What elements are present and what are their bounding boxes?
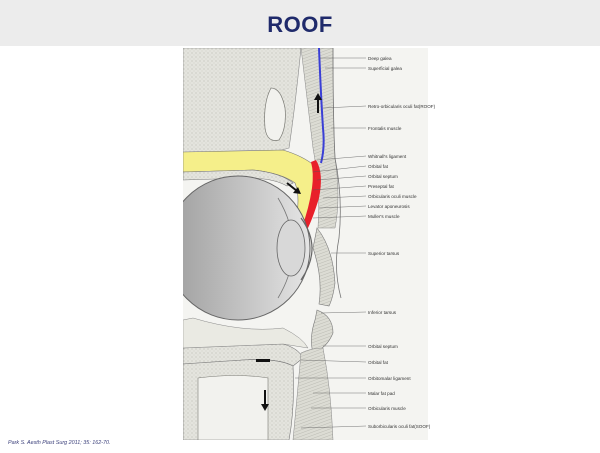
label-orbital-septum-upper: Orbital septum	[368, 174, 398, 179]
label-orbitomalar-ligament: Orbitomalar ligament	[368, 376, 411, 381]
slide-title: ROOF	[267, 12, 333, 37]
anatomy-figure: Deep galea Superficial galea Retro-orbic…	[165, 47, 435, 441]
label-superior-tarsus: Superior tarsus	[368, 251, 400, 256]
label-orbital-septum-lower: Orbital septum	[368, 344, 398, 349]
leader-lines	[295, 57, 367, 429]
label-preseptal-fat: Preseptal fat	[368, 184, 394, 189]
label-orbicularis-muscle: Orbicularis muscle	[368, 406, 406, 411]
title-bar	[0, 0, 600, 46]
label-orbital-fat-upper: Orbital fat	[368, 164, 388, 169]
label-roof: Retro-orbicularis oculi fat(ROOF)	[368, 104, 436, 109]
label-inferior-tarsus: Inferior tarsus	[368, 310, 397, 315]
citation: Park S. Aesth Plast Surg 2011; 35: 162-7…	[8, 440, 111, 446]
label-orbital-fat-lower: Orbital fat	[368, 360, 388, 365]
label-soof: Suborbicularis oculi fat(SOOF)	[368, 424, 431, 429]
label-whitnalls-ligament: Whitnall's ligament	[368, 154, 407, 159]
down-arrow-icon	[261, 390, 269, 411]
label-orbicularis-oculi-muscle: Orbicularis oculi muscle	[368, 194, 417, 199]
diagonal-arrow-icon	[286, 182, 301, 194]
eyelid-cross-section-diagram	[165, 47, 428, 441]
label-frontalis-muscle: Frontalis muscle	[368, 126, 402, 131]
label-deep-galea: Deep galea	[368, 56, 392, 61]
up-arrow-icon	[314, 93, 322, 113]
horizontal-bar-mark	[256, 359, 270, 362]
label-malar-fat-pad: Malar fat pad	[368, 391, 395, 396]
label-levator-aponeurosis: Levator aponeurosis	[368, 204, 410, 209]
label-mullers-muscle: Muller's muscle	[368, 214, 400, 219]
label-superficial-galea: Superficial galea	[368, 66, 402, 71]
